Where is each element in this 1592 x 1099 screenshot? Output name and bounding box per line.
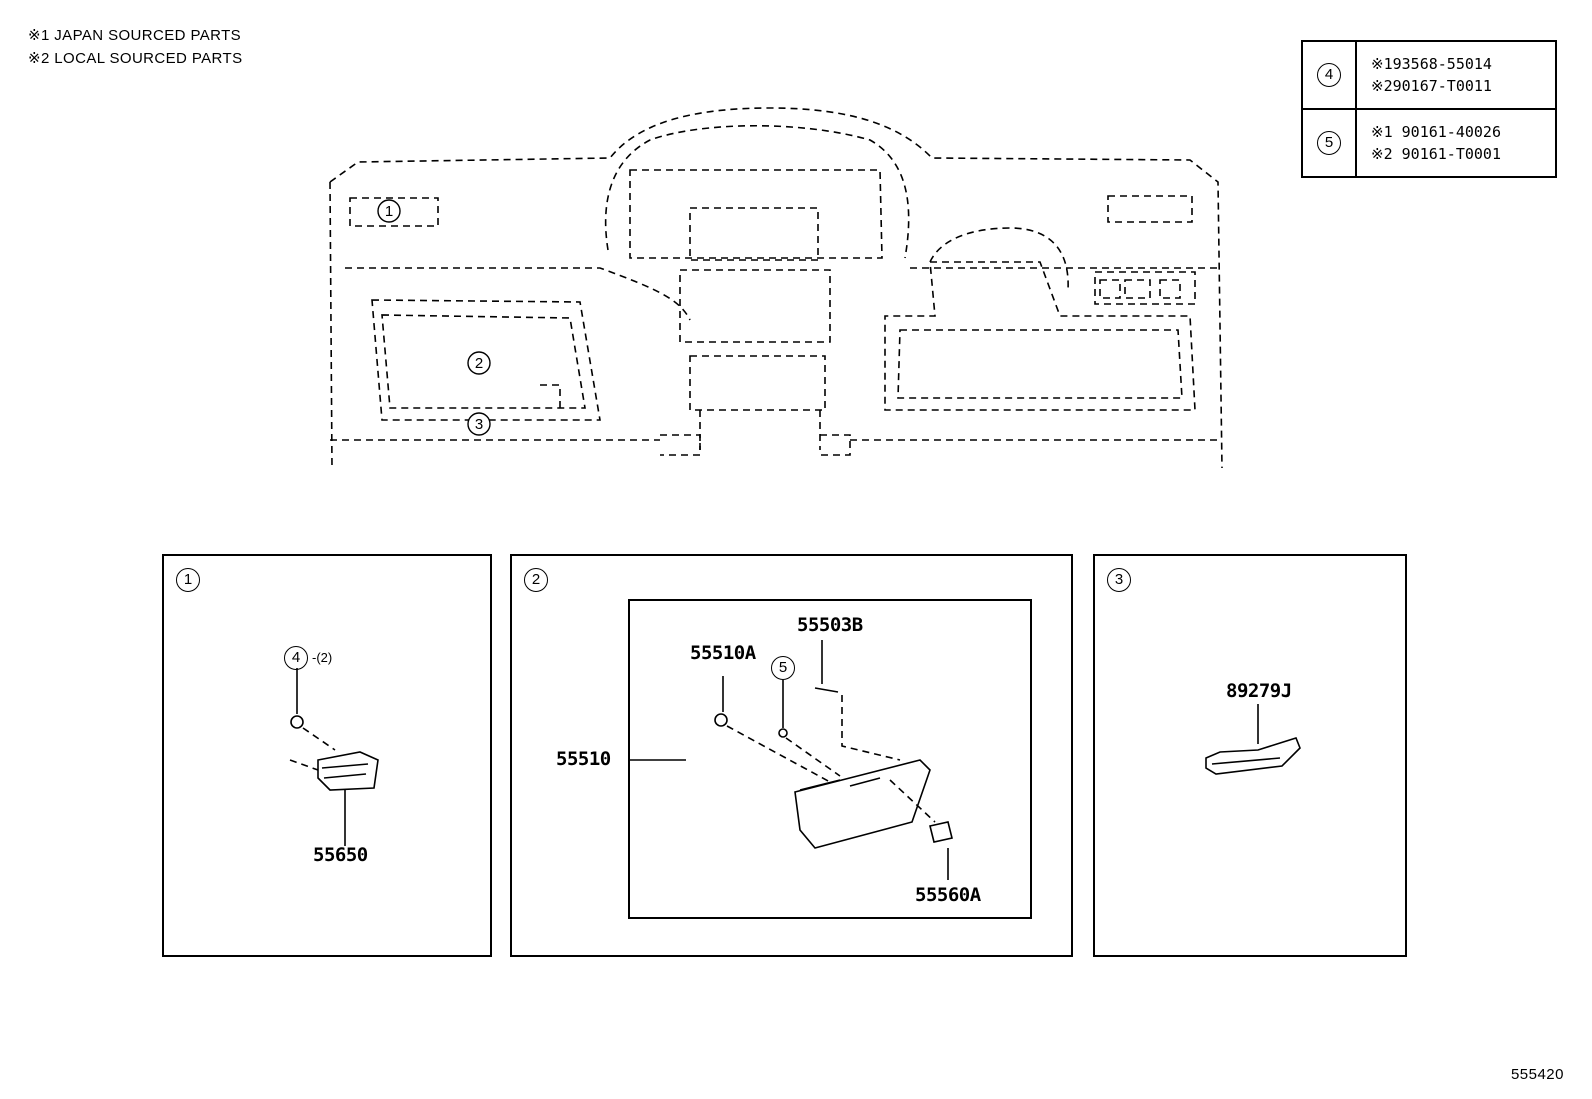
ref-value-local: ※290167-T0011 <box>1371 77 1492 95</box>
note-japan-sourced: ※1 JAPAN SOURCED PARTS <box>28 27 242 44</box>
diagram-code: 555420 <box>1510 1066 1564 1083</box>
ref-key-cell: 4 <box>1301 40 1357 110</box>
panel-2: 2 <box>510 554 1073 957</box>
ref-values-cell: ※1 90161-40026 ※2 90161-T0001 <box>1355 108 1557 178</box>
light-drawing <box>1205 704 1301 775</box>
part-number-89279j: 89279J <box>1226 680 1292 702</box>
part-number-55560a: 55560A <box>915 884 981 906</box>
ref-values-cell: ※193568-55014 ※290167-T0011 <box>1355 40 1557 110</box>
glove-box-drawing <box>630 640 953 880</box>
table-row: 4 ※193568-55014 ※290167-T0011 <box>1301 40 1557 110</box>
callout-qty: -(2) <box>312 650 333 665</box>
panel-1-marker: 1 <box>176 568 200 592</box>
ref-key-4: 4 <box>1317 63 1341 87</box>
overview-callout-1 <box>377 199 401 223</box>
note-local-sourced: ※2 LOCAL SOURCED PARTS <box>28 50 243 67</box>
glove-box-assembly-frame <box>628 599 1032 919</box>
overview-callout-3-label: 3 <box>475 416 483 433</box>
callout-ref-5: 5 <box>771 656 795 680</box>
table-row: 5 ※1 90161-40026 ※2 90161-T0001 <box>1301 108 1557 178</box>
panel-3: 3 <box>1093 554 1407 957</box>
ref-key-cell: 5 <box>1301 108 1357 178</box>
part-number-55650: 55650 <box>313 844 368 866</box>
panel-1: 1 <box>162 554 492 957</box>
overview-callout-2 <box>467 351 491 375</box>
side-vent-drawing <box>289 668 379 846</box>
overview-callout-2-label: 2 <box>475 355 483 372</box>
ref-value-local: ※2 90161-T0001 <box>1371 145 1501 163</box>
panel-3-marker: 3 <box>1107 568 1131 592</box>
part-number-55510: 55510 <box>556 748 611 770</box>
reference-table: 4 ※193568-55014 ※290167-T0011 5 ※1 90161… <box>1301 40 1557 178</box>
ref-key-5: 5 <box>1317 131 1341 155</box>
overview-callout-3 <box>467 412 491 436</box>
part-number-55503b: 55503B <box>797 614 863 636</box>
part-number-55510a: 55510A <box>690 642 756 664</box>
panel-2-marker: 2 <box>524 568 548 592</box>
overview-callout-1-label: 1 <box>385 203 393 220</box>
ref-value-japan: ※193568-55014 <box>1371 55 1492 73</box>
callout-ref-4: 4 <box>284 646 308 670</box>
ref-value-japan: ※1 90161-40026 <box>1371 123 1501 141</box>
